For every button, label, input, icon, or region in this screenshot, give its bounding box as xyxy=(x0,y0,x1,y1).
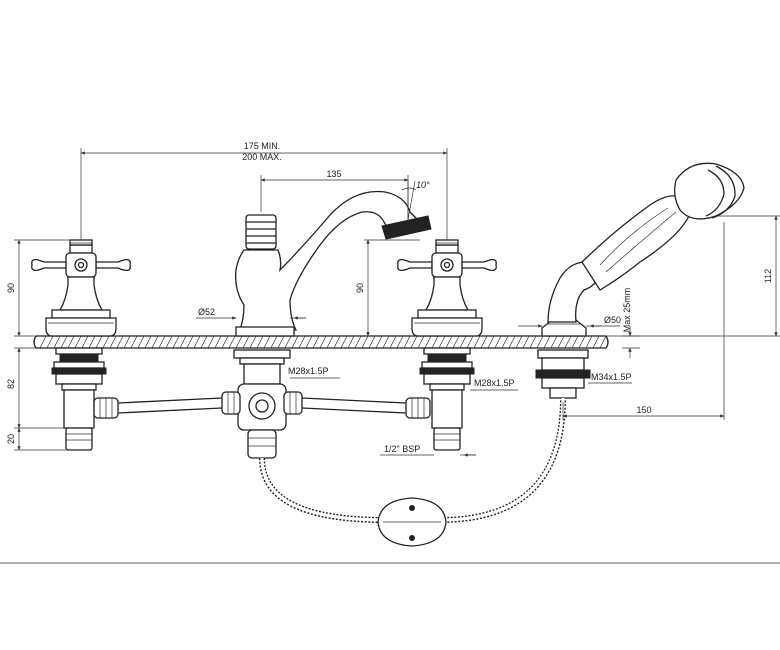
deck-thickness-label: Max 25mm xyxy=(622,288,632,333)
tail-length-dimension: 20 xyxy=(6,427,66,451)
deck-surface xyxy=(33,335,609,349)
shower-thread-label: M34x1.5P xyxy=(591,372,632,382)
handset-height-label: 112 xyxy=(763,269,773,283)
below-deck-dimension: 82 xyxy=(6,347,64,429)
left-valve-underbody xyxy=(51,347,107,451)
deck-thickness-dimension: Max 25mm xyxy=(622,288,640,358)
reach-label: 135 xyxy=(326,169,341,179)
shower-base-diameter-label: Ø50 xyxy=(604,315,621,325)
left-connector-pipe xyxy=(93,391,241,419)
spout-thread-label: M28x1.5P xyxy=(288,366,329,376)
outlet-thread-callout: 1/2" BSP xyxy=(380,444,476,457)
angle-dimension: 10° xyxy=(401,180,430,221)
spout-height-label: 90 xyxy=(355,283,365,293)
spout-thread-callout: M28x1.5P xyxy=(288,366,340,379)
shower-base-diameter: Ø50 xyxy=(518,315,621,328)
spout-underbody xyxy=(233,349,291,459)
spout-height-dimension: 90 xyxy=(355,239,420,337)
handle-height-dimension: 90 xyxy=(6,239,70,337)
spout-base-diameter: Ø52 xyxy=(196,307,306,320)
spout xyxy=(235,190,432,337)
handset-height-dimension: 112 xyxy=(606,215,780,337)
right-valve-underbody xyxy=(419,347,475,451)
left-cross-handle xyxy=(31,239,131,278)
valve-thread-label: M28x1.5P xyxy=(474,378,515,388)
valve-thread-callout: M28x1.5P xyxy=(470,378,518,391)
shower-hose xyxy=(259,397,566,547)
spout-base-diameter-label: Ø52 xyxy=(198,307,215,317)
spread-dimension: 175 MIN. 200 MAX. xyxy=(80,141,448,240)
below-deck-label: 82 xyxy=(6,379,16,389)
handle-height-label: 90 xyxy=(6,283,16,293)
right-valve-body xyxy=(411,276,483,337)
angle-label: 10° xyxy=(416,180,430,190)
tail-length-label: 20 xyxy=(6,434,16,444)
hose-offset-dimension: 150 xyxy=(562,222,725,420)
outlet-thread-label: 1/2" BSP xyxy=(384,444,420,454)
hose-offset-label: 150 xyxy=(636,405,651,415)
right-cross-handle xyxy=(397,239,497,278)
shower-underbody xyxy=(535,349,591,399)
right-connector-pipe xyxy=(283,391,431,419)
spread-min-label: 175 MIN. xyxy=(244,141,281,151)
shower-handset xyxy=(541,162,745,337)
left-valve-body xyxy=(45,276,117,337)
shower-thread-callout: M34x1.5P xyxy=(588,372,632,384)
spread-max-label: 200 MAX. xyxy=(242,152,282,162)
